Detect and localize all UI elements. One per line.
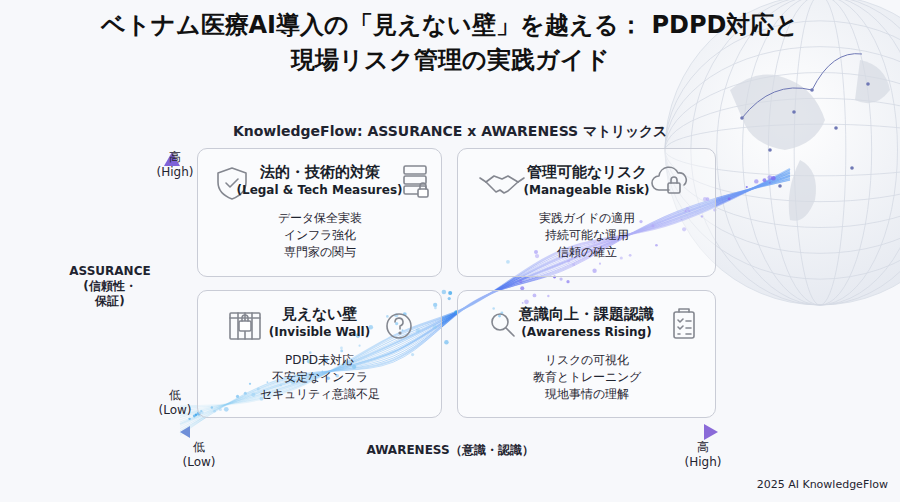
y-axis-arrow (164, 152, 180, 418)
axis-title: ASSURANCE (信頼性・保証) (69, 264, 150, 309)
quadrant-box: 管理可能なリスク(Manageable Risk) 実践ガイドの適用 持続可能な運… (457, 148, 716, 277)
quadrant-subheading: (Awareness Rising) (521, 324, 651, 340)
axis-title: AWARENESS（意識・認識） (366, 443, 533, 458)
quadrant-items: リスクの可視化 教育とトレーニング 現地事情の理解 (533, 352, 641, 403)
title: ベトナム医療AI導入の「見えない壁」を越える： PDPD対応と現場リスク管理の実… (0, 8, 900, 78)
quadrant-items: PDPD未対応 不安定なインフラ セキュリティ意識不足 (260, 352, 380, 403)
quadrant-subheading: (Legal & Tech Measures) (237, 182, 403, 198)
quadrant-items: 実践ガイドの適用 持続可能な運用 信頼の確立 (539, 210, 635, 261)
axis-tick: 低 (Low) (183, 440, 216, 470)
quadrant-box: 意識向上・課題認識(Awareness Rising) リスクの可視化 教育とトレ… (457, 290, 716, 418)
quadrant-heading: 見えない壁 (282, 305, 357, 324)
axis-tick: 低 (Low) (159, 388, 192, 418)
quadrant-items: データ保全実装 インフラ強化 専門家の関与 (278, 210, 362, 261)
quadrant-subheading: (Manageable Risk) (524, 182, 650, 198)
quadrant-box: 見えない壁(Invisible Wall) PDPD未対応 不安定なインフラ セキ… (197, 290, 442, 418)
footer-note: 2025 AI KnowledgeFlow (757, 477, 888, 492)
quadrant-heading: 管理可能なリスク (527, 163, 647, 182)
axis-tick: 高 (High) (157, 150, 194, 180)
subtitle: KnowledgeFlow: ASSURANCE x AWARENESS マトリ… (233, 124, 667, 139)
x-axis-arrow (180, 424, 718, 440)
quadrant-heading: 法的・技術的対策 (260, 163, 380, 182)
axis-tick: 高 (High) (685, 440, 722, 470)
quadrant-subheading: (Invisible Wall) (269, 324, 370, 340)
quadrant-box: 法的・技術的対策(Legal & Tech Measures) データ保全実装 イ… (197, 148, 442, 277)
quadrant-heading: 意識向上・課題認識 (519, 305, 654, 324)
